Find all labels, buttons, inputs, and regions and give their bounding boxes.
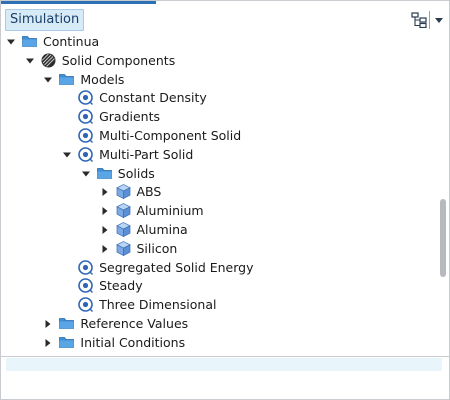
collapsed-arrow-icon[interactable] [100, 225, 110, 235]
panel-divider [1, 356, 449, 357]
model-icon [77, 127, 94, 144]
model-icon [77, 89, 94, 106]
expanded-arrow-icon[interactable] [81, 169, 91, 179]
collapsed-arrow-icon[interactable] [43, 319, 53, 329]
tree-node-label: Solids [117, 165, 155, 181]
tree-node-label: Segregated Solid Energy [99, 259, 254, 275]
status-strip [6, 358, 442, 371]
tree-node-three-dimensional[interactable]: Three Dimensional [1, 295, 437, 314]
tree-node-label: Multi-Component Solid [99, 128, 242, 143]
tree-node-reference-values[interactable]: Reference Values [1, 314, 437, 333]
tree-node-steady[interactable]: Steady [1, 276, 437, 295]
tree-node-label: Alumina [136, 222, 188, 237]
panel-header: Simulation [1, 5, 449, 33]
solid-cube-icon [115, 221, 132, 238]
simulation-tree[interactable]: Continua Solid Components Models Constan… [1, 31, 437, 355]
solid-cube-icon [115, 202, 132, 219]
tree-node-gradients[interactable]: Gradients [1, 107, 437, 126]
tree-node-label: Reference Values [80, 316, 189, 331]
collapsed-arrow-icon[interactable] [100, 244, 110, 254]
tree-node-label: Constant Density [99, 90, 207, 106]
panel-title[interactable]: Simulation [5, 9, 85, 31]
model-icon [77, 146, 94, 163]
vertical-scrollbar[interactable] [438, 33, 448, 355]
tree-node-label: Models [80, 71, 125, 87]
expanded-arrow-icon[interactable] [62, 150, 72, 160]
tree-node-models[interactable]: Models [1, 70, 437, 89]
expanded-arrow-icon[interactable] [6, 37, 16, 47]
solid-region-icon [40, 52, 57, 69]
tree-node-alumina[interactable]: Alumina [1, 220, 437, 239]
folder-icon [58, 71, 75, 88]
tree-node-segregated-solid-energy[interactable]: Segregated Solid Energy [1, 258, 437, 277]
collapsed-arrow-icon[interactable] [100, 206, 110, 216]
tree-node-aluminium[interactable]: Aluminium [1, 201, 437, 220]
tree-node-label: Three Dimensional [99, 297, 217, 313]
solid-cube-icon [115, 183, 132, 200]
tree-node-label: Steady [99, 278, 143, 294]
scrollbar-thumb[interactable] [440, 199, 446, 277]
folder-icon [58, 334, 75, 351]
tree-node-label: Aluminium [136, 203, 204, 219]
collapsed-arrow-icon[interactable] [43, 338, 53, 348]
tree-node-continua[interactable]: Continua [1, 32, 437, 51]
tree-node-solids[interactable]: Solids [1, 164, 437, 183]
model-icon [77, 108, 94, 125]
tree-view-icon[interactable] [411, 12, 427, 29]
collapsed-arrow-icon[interactable] [100, 187, 110, 197]
solid-cube-icon [115, 240, 132, 257]
tree-node-label: ABS [136, 184, 162, 200]
tree-node-multi-part-solid[interactable]: Multi-Part Solid [1, 145, 437, 164]
dropdown-arrow-icon[interactable] [433, 13, 445, 27]
tree-node-label: Initial Conditions [80, 334, 186, 350]
tree-node-label: Continua [43, 34, 100, 49]
expanded-arrow-icon[interactable] [43, 75, 53, 85]
tree-node-label: Gradients [99, 109, 161, 125]
expanded-arrow-icon[interactable] [25, 56, 35, 66]
tree-node-multi-component-solid[interactable]: Multi-Component Solid [1, 126, 437, 145]
active-tab-indicator [1, 1, 156, 4]
model-icon [77, 277, 94, 294]
model-icon [77, 259, 94, 276]
tree-node-initial-conditions[interactable]: Initial Conditions [1, 333, 437, 352]
tree-node-silicon[interactable]: Silicon [1, 239, 437, 258]
folder-icon [96, 165, 113, 182]
tree-node-label: Multi-Part Solid [99, 146, 194, 162]
folder-icon [58, 315, 75, 332]
model-icon [77, 296, 94, 313]
tree-node-solid-components[interactable]: Solid Components [1, 51, 437, 70]
tree-node-abs[interactable]: ABS [1, 182, 437, 201]
tree-node-label: Silicon [136, 240, 178, 256]
tree-node-constant-density[interactable]: Constant Density [1, 88, 437, 107]
toolbar-separator [429, 11, 430, 29]
folder-icon [21, 33, 38, 50]
tree-node-label: Solid Components [61, 52, 176, 68]
